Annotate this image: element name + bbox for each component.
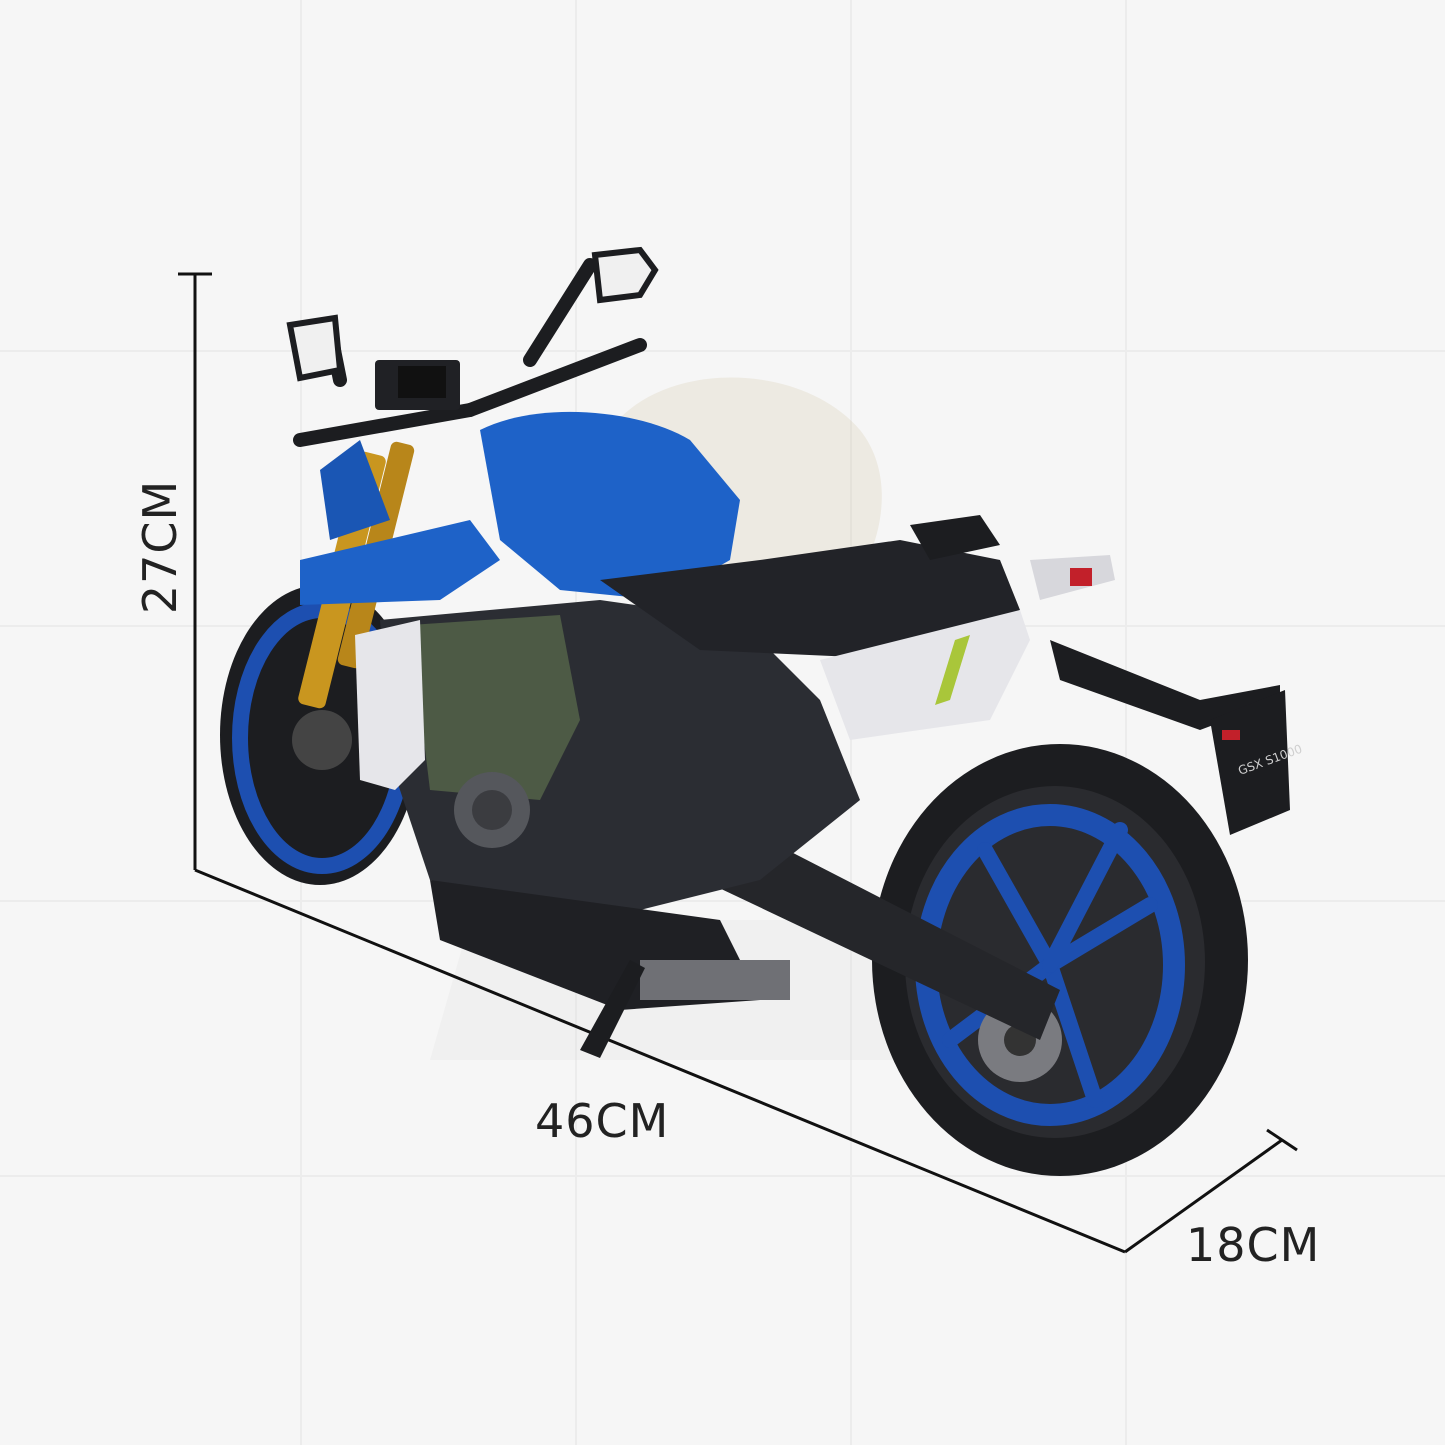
fuel-tank [300, 411, 740, 605]
grid-line [0, 350, 1445, 352]
seat-tail [600, 515, 1280, 740]
dimension-lines [178, 272, 1298, 1254]
length-label: 46CM [535, 1094, 670, 1148]
depth-label: 18CM [1186, 1218, 1321, 1272]
mirror-right [591, 246, 659, 304]
mirror-left [286, 314, 344, 382]
height-label: 27CM [133, 479, 187, 615]
depth-line [1124, 1138, 1283, 1254]
license-plate [1210, 690, 1290, 835]
side-panel-front [355, 620, 425, 790]
grid-line [0, 900, 1445, 902]
depth-cap [1266, 1128, 1298, 1152]
grid-line [0, 1175, 1445, 1177]
dashboard-screen [398, 366, 446, 398]
grid-line [1125, 0, 1127, 1445]
kickstand [580, 960, 645, 1058]
engine-block [380, 600, 860, 1010]
length-line [194, 868, 1126, 1254]
rear-wheel [872, 744, 1248, 1176]
